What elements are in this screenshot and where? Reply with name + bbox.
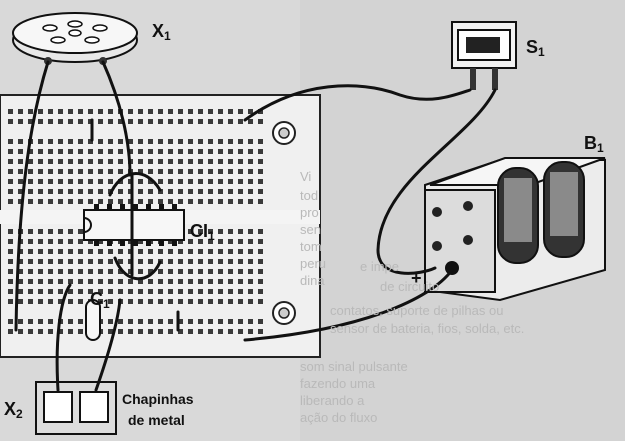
background-text-line: ação do fluxo [300, 410, 378, 425]
label-x2: X2 [4, 399, 23, 421]
battery-holder-b1 [424, 157, 606, 302]
background-text-line: peru [300, 256, 327, 271]
label-plates-line1: Chapinhas [122, 391, 194, 407]
sensor-plates-x2 [35, 381, 117, 435]
label-b1: B1 [584, 133, 604, 155]
background-text-line: sen [300, 222, 321, 237]
label-plates-line2: de metal [128, 412, 185, 428]
background-text-line: fazendo uma [300, 376, 376, 391]
switch-s1 [451, 21, 517, 90]
capacitor-c1 [85, 299, 101, 341]
wires [14, 60, 497, 392]
background-text-line: dina [300, 273, 325, 288]
background-text-line: e impe [360, 259, 400, 274]
wire-switch-to-battery [376, 88, 497, 275]
wire-plate-right [94, 298, 122, 392]
background-text-line: contatos, suporte de pilhas ou [330, 303, 504, 318]
ic-ci1 [83, 204, 185, 246]
wire-plate-left [55, 283, 72, 392]
label-s1: S1 [526, 37, 545, 59]
background-text-line: de circuito [380, 279, 440, 294]
label-c1: C1 [90, 289, 110, 311]
wire-board-to-switch [243, 84, 472, 122]
wire-buzzer-right [101, 60, 132, 177]
buzzer-x1 [12, 12, 138, 65]
jumper-arc-bottom [113, 256, 162, 281]
background-text-line: pro [300, 205, 319, 220]
background-text-line: tom [300, 239, 322, 254]
wire-battery-to-board [243, 268, 454, 342]
label-x1: X1 [152, 21, 171, 43]
label-ci1: CI1 [190, 221, 215, 243]
background-text-line: Vi [300, 169, 312, 184]
label-plus: + [411, 268, 422, 288]
background-text-line: tod [300, 188, 319, 203]
background-text-line: som sinal pulsante [300, 359, 408, 374]
ic-pins [94, 204, 177, 246]
background-text-line: liberando a [300, 393, 365, 408]
background-text-line: sensor de bateria, fios, solda, etc. [330, 321, 525, 336]
wire-buzzer-left [14, 60, 50, 332]
jumper-arc-top [108, 172, 162, 197]
